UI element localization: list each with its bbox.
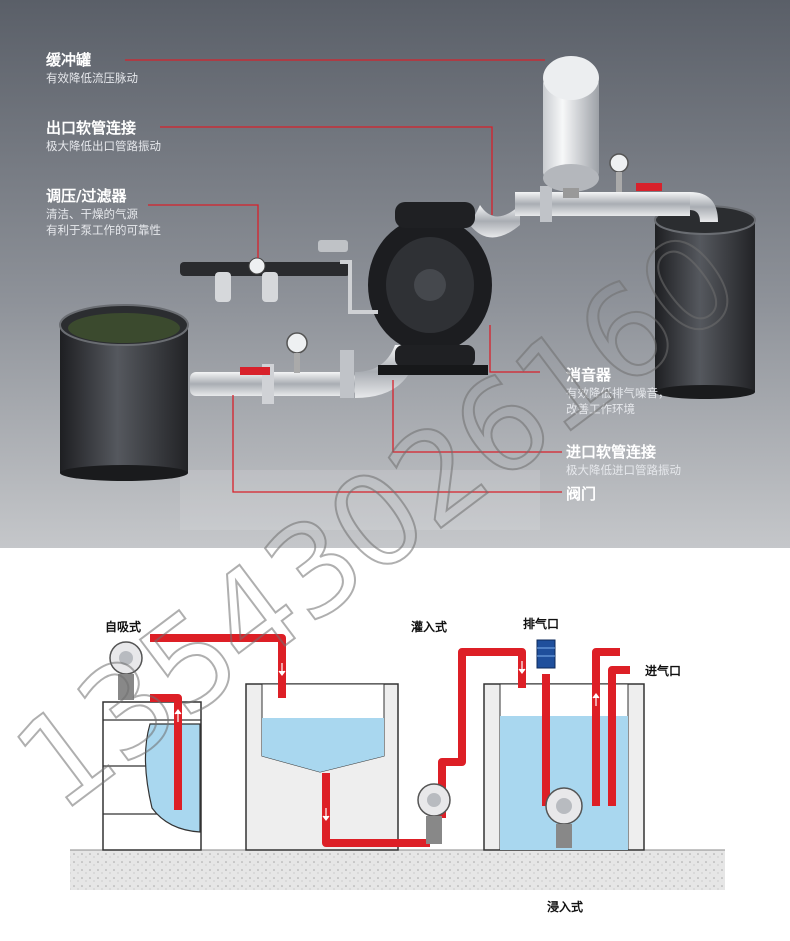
callout-desc: 极大降低进口管路振动 — [566, 463, 681, 477]
callout-regulator: 调压/过滤器 清洁、干燥的气源 有利于泵工作的可靠性 — [46, 186, 161, 238]
callout-lines — [125, 59, 562, 493]
callout-title: 缓冲罐 — [46, 51, 92, 69]
flow-arrows — [174, 661, 600, 821]
left-drum — [59, 304, 189, 481]
buffer-tank-shape — [543, 56, 599, 198]
label-flooded: 灌入式 — [411, 620, 448, 634]
callout-outlet-hose: 出口软管连接 极大降低出口管路振动 — [46, 118, 161, 154]
label-air-inlet: 进气口 — [645, 664, 682, 678]
callout-desc: 清洁、干燥的气源 — [46, 207, 138, 221]
callout-inlet-hose: 进口软管连接 极大降低进口管路振动 — [566, 442, 681, 478]
exhaust-muffler-icon — [536, 639, 556, 669]
ground — [70, 849, 725, 890]
pump-icon — [109, 641, 143, 700]
pump-icon — [417, 783, 451, 844]
self-priming-setup — [102, 701, 202, 851]
diaphragm-pump — [368, 202, 492, 375]
regulator-filter — [180, 240, 378, 314]
callout-title: 阀门 — [566, 485, 597, 503]
callout-muffler: 消音器 有效降低排气噪音， 改善工作环境 — [566, 365, 670, 417]
callout-title: 进口软管连接 — [566, 443, 657, 461]
callout-desc: 改善工作环境 — [566, 402, 635, 416]
callout-desc: 有利于泵工作的可靠性 — [46, 223, 161, 237]
callout-title: 消音器 — [566, 366, 612, 384]
callout-desc: 有效降低流压脉动 — [46, 71, 138, 85]
label-submerged: 浸入式 — [547, 900, 584, 914]
label-self-priming: 自吸式 — [105, 620, 142, 634]
pipes — [150, 634, 630, 847]
label-exhaust: 排气口 — [523, 617, 560, 631]
pump-icon — [545, 787, 583, 848]
callout-buffer-tank: 缓冲罐 有效降低流压脉动 — [46, 50, 138, 86]
right-drum — [654, 205, 756, 399]
product-photo — [0, 0, 790, 548]
callout-valve: 阀门 — [566, 484, 596, 504]
outlet-pipe — [470, 153, 718, 238]
callout-desc: 极大降低出口管路振动 — [46, 139, 161, 153]
callout-title: 出口软管连接 — [46, 119, 137, 137]
callout-desc: 有效降低排气噪音， — [566, 386, 670, 400]
callout-title: 调压/过滤器 — [46, 187, 127, 205]
installation-diagram — [70, 634, 725, 890]
